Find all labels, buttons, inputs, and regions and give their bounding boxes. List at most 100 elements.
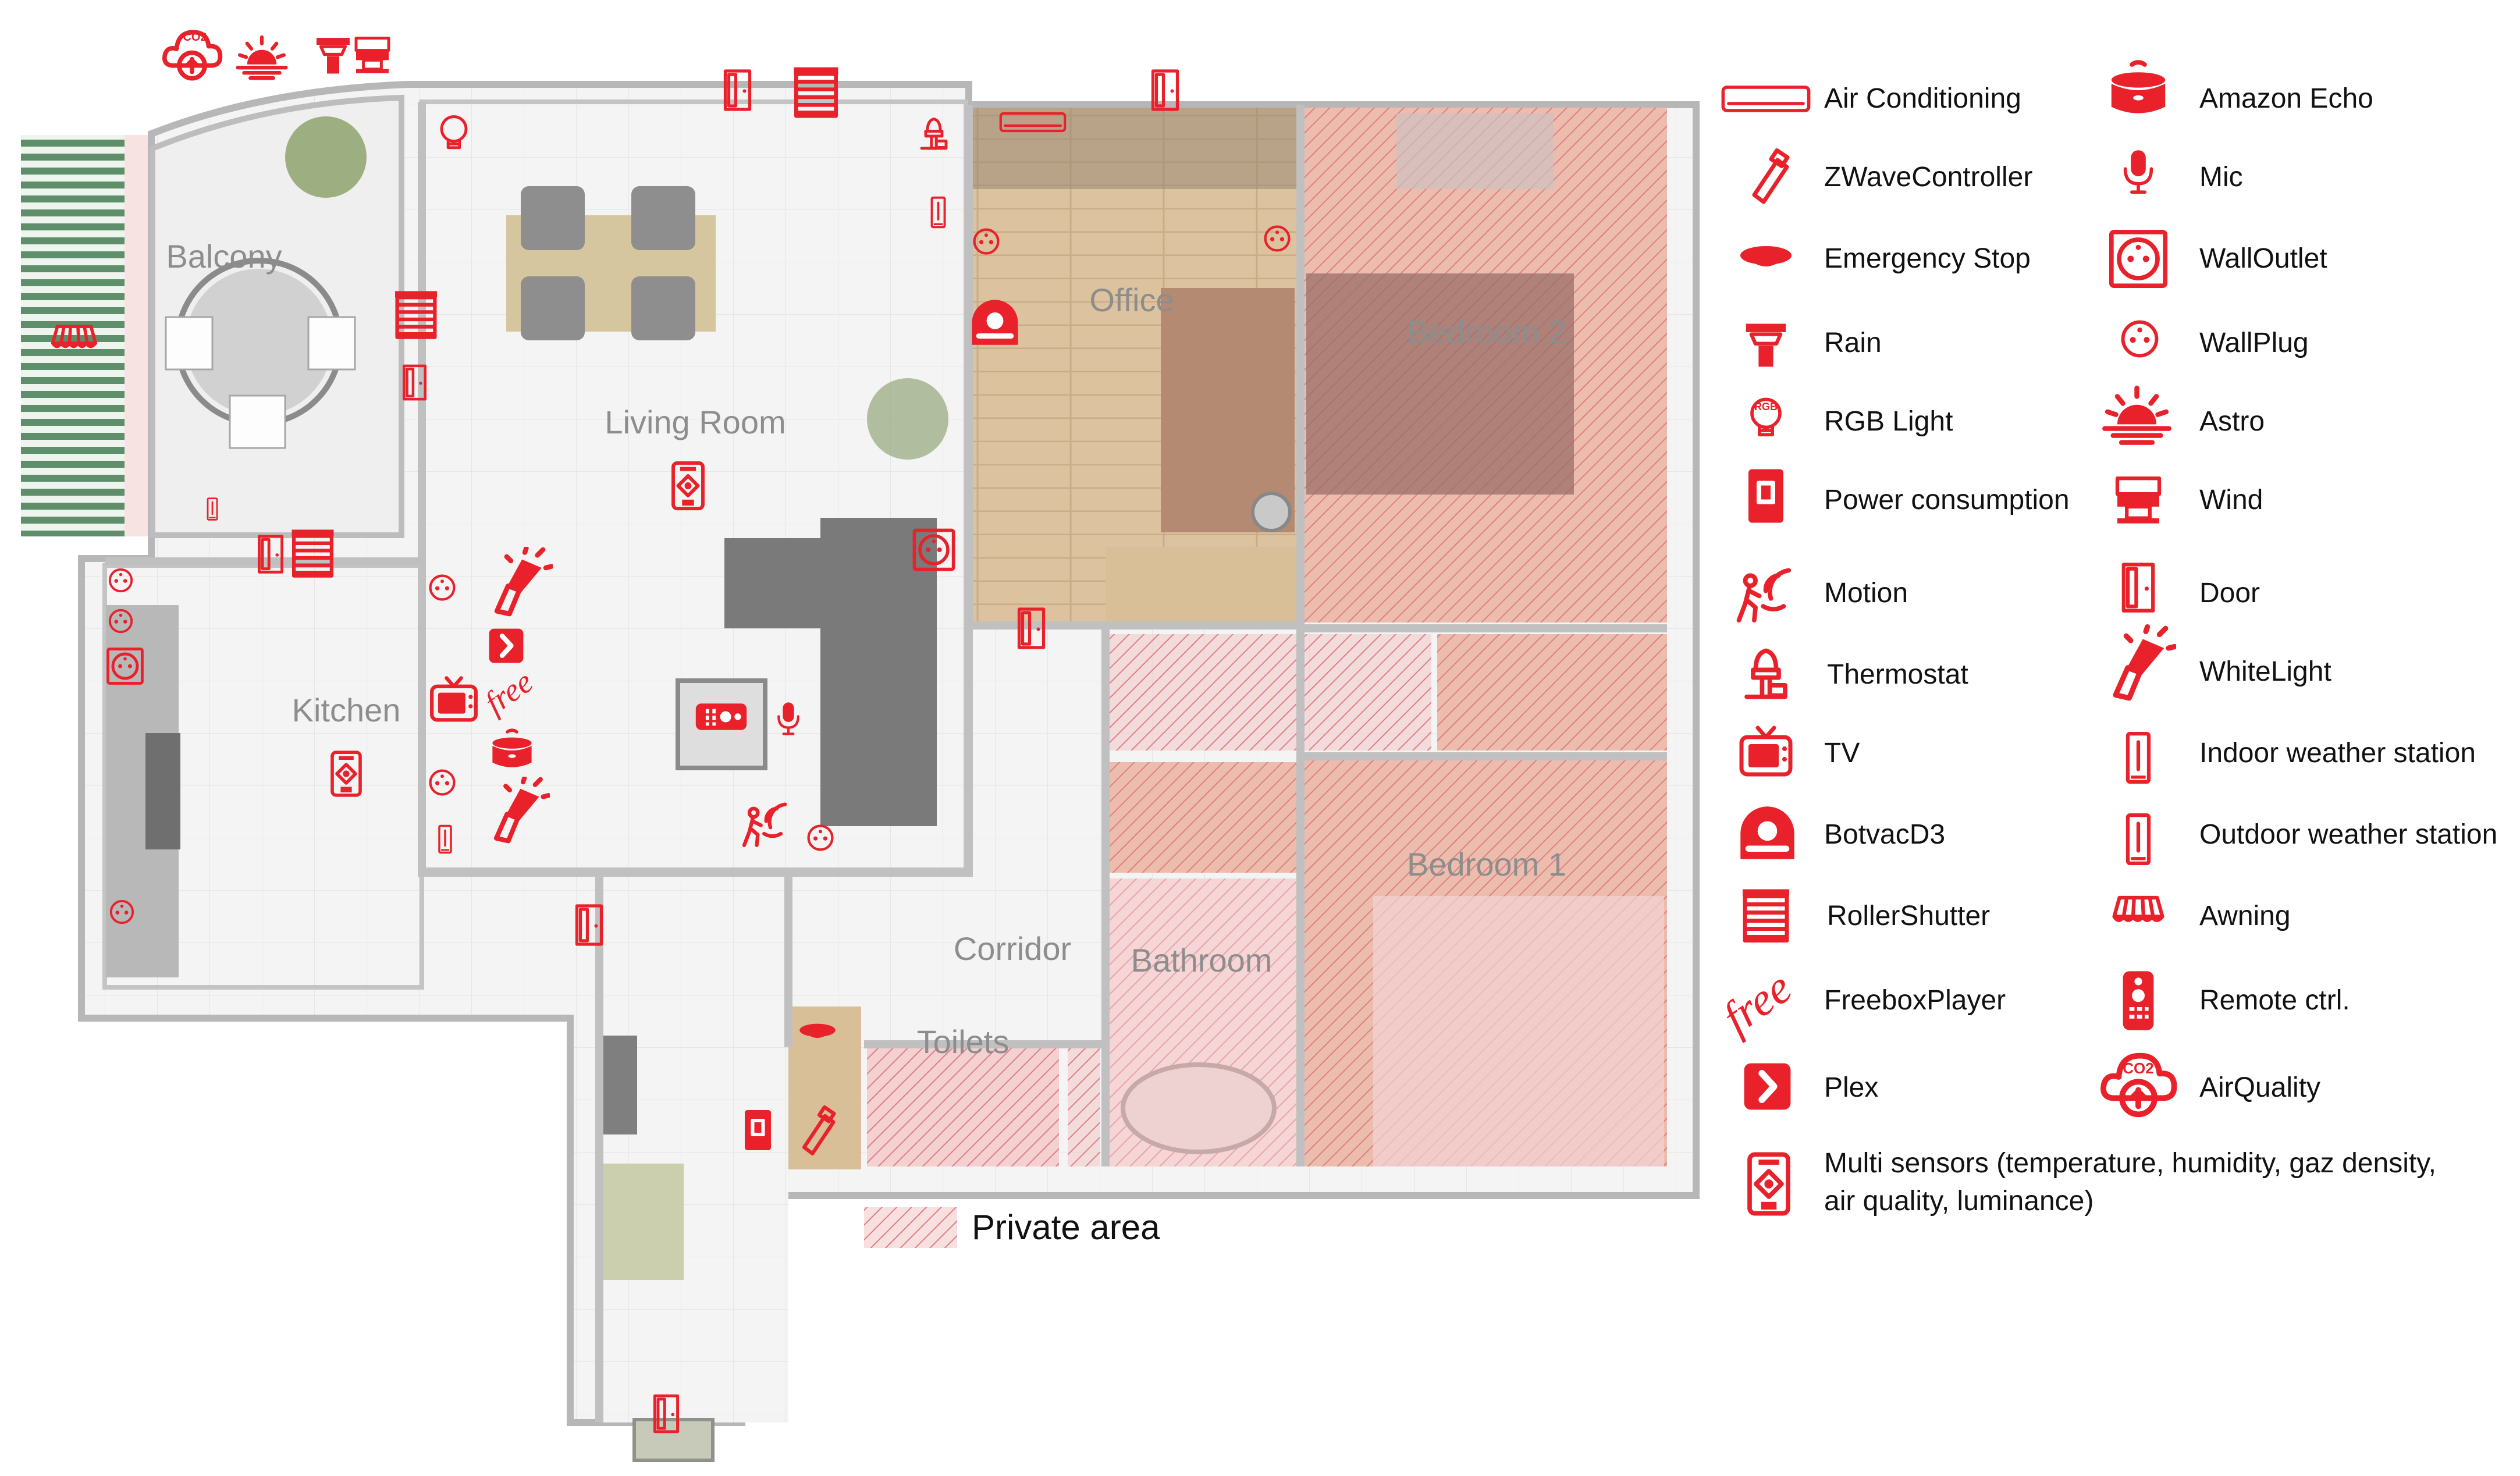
dining-chair bbox=[631, 186, 695, 250]
legend-label: Thermostat bbox=[1827, 659, 1968, 690]
legend-label: Wind bbox=[2199, 485, 2263, 515]
legend-label: WallPlug bbox=[2199, 328, 2309, 358]
white-light-icon bbox=[2116, 627, 2174, 698]
hall-shelf bbox=[599, 1036, 637, 1134]
awning-icon bbox=[2114, 898, 2163, 920]
balcony-chair bbox=[307, 316, 356, 371]
legend-label: WhiteLight bbox=[2199, 656, 2331, 687]
legend-label: Power consumption bbox=[1824, 485, 2070, 515]
botvac-icon bbox=[1740, 806, 1794, 859]
office-desk bbox=[969, 108, 1298, 189]
remote-ctrl-icon bbox=[695, 703, 747, 730]
power-consumption-icon bbox=[745, 1110, 771, 1150]
living-plant bbox=[867, 378, 948, 460]
astro-icon bbox=[2105, 388, 2169, 443]
door-mat bbox=[632, 1418, 715, 1462]
legend-label: Astro bbox=[2199, 406, 2265, 437]
toilets-side-hatch bbox=[1068, 1047, 1100, 1166]
legend-label: Outdoor weather station bbox=[2199, 819, 2497, 850]
legend-label: Motion bbox=[1824, 578, 1908, 609]
room-label-living-room: Living Room bbox=[605, 404, 785, 440]
legend-column-right: Amazon Echo Mic WallOutlet WallPlug Astr… bbox=[2103, 62, 2497, 1114]
room-label-toilets: Toilets bbox=[917, 1023, 1010, 1060]
zwave-controller-icon bbox=[1754, 150, 1787, 202]
legend-label: TV bbox=[1824, 738, 1860, 769]
freebox-player-icon: free bbox=[1714, 962, 1801, 1044]
balcony-table-top bbox=[186, 269, 332, 415]
wind-icon bbox=[2117, 478, 2159, 523]
legend-label: Plex bbox=[1824, 1072, 1878, 1103]
balcony-plant bbox=[285, 116, 367, 198]
dining-chair bbox=[631, 276, 695, 340]
sofa bbox=[724, 518, 937, 826]
room-label-kitchen: Kitchen bbox=[292, 692, 401, 728]
botvac-icon bbox=[972, 300, 1018, 345]
closet-block-hatch bbox=[1437, 634, 1667, 751]
astro-icon bbox=[238, 37, 286, 78]
kitchen-cooktop bbox=[145, 733, 180, 849]
legend-label: air quality, luminance) bbox=[1824, 1186, 2094, 1217]
emergency-stop-icon bbox=[1740, 246, 1792, 266]
legend-label: Remote ctrl. bbox=[2199, 985, 2350, 1016]
legend-label: Mic bbox=[2199, 162, 2243, 193]
balcony-chair bbox=[229, 394, 286, 449]
roller-shutter-icon bbox=[1743, 890, 1789, 941]
wind-icon bbox=[356, 38, 389, 73]
shoe-mat bbox=[602, 1164, 684, 1280]
remote-ctrl-icon bbox=[2123, 971, 2154, 1030]
toilets-hatch bbox=[867, 1047, 1059, 1166]
office-bed bbox=[1161, 288, 1295, 532]
bedroom-2-bed bbox=[1306, 273, 1574, 495]
legend-label: Rain bbox=[1824, 328, 1882, 358]
legend-label: FreeboxPlayer bbox=[1824, 985, 2006, 1016]
rain-icon bbox=[1746, 324, 1786, 367]
legend-label: ZWaveController bbox=[1824, 162, 2032, 193]
interior-walls bbox=[105, 102, 1667, 1422]
balcony-chair bbox=[165, 316, 214, 371]
legend-label: Door bbox=[2199, 578, 2260, 609]
motion-icon bbox=[1739, 570, 1789, 620]
tv-icon bbox=[1741, 728, 1790, 774]
private-area-label: Private area bbox=[972, 1208, 1160, 1247]
private-corridor-strip bbox=[1106, 634, 1431, 751]
plex-icon bbox=[1744, 1064, 1791, 1110]
private-area-swatch bbox=[864, 1207, 957, 1248]
amazon-echo-icon bbox=[2112, 62, 2165, 113]
wall-plug-icon bbox=[2123, 322, 2157, 356]
bath-closet-hatch bbox=[1106, 762, 1298, 873]
room-label-bedroom-1: Bedroom 1 bbox=[1407, 846, 1566, 883]
legend-label: Multi sensors (temperature, humidity, ga… bbox=[1824, 1148, 2436, 1179]
door-icon bbox=[2124, 564, 2153, 610]
dining-chair bbox=[521, 186, 585, 250]
balcony-awning-area bbox=[21, 135, 125, 536]
co2-badge: CO2 bbox=[2123, 1059, 2153, 1077]
legend-label: Emergency Stop bbox=[1824, 243, 2031, 274]
legend: Air Conditioning ZWaveController Emergen… bbox=[1714, 62, 2497, 1217]
legend-label: Air Conditioning bbox=[1824, 83, 2021, 114]
legend-label: RGB Light bbox=[1824, 406, 1953, 437]
botvac-dock bbox=[1251, 492, 1292, 532]
mic-icon bbox=[2126, 150, 2152, 192]
room-label-office: Office bbox=[1089, 282, 1174, 318]
bathtub bbox=[1121, 1062, 1277, 1154]
legend-label: AirQuality bbox=[2199, 1072, 2320, 1103]
multi-sensor-icon bbox=[1750, 1154, 1788, 1213]
legend-label: BotvacD3 bbox=[1824, 819, 1945, 850]
rain-icon bbox=[317, 38, 350, 74]
bedroom-1-bed bbox=[1373, 896, 1664, 1166]
outdoor-weather-station-icon bbox=[2128, 815, 2149, 863]
legend-label: Awning bbox=[2199, 901, 2291, 931]
office-closet bbox=[1106, 547, 1298, 625]
room-label-corridor: Corridor bbox=[954, 930, 1071, 967]
legend-label: Amazon Echo bbox=[2199, 83, 2373, 114]
rgb-badge: RGB bbox=[1754, 401, 1778, 412]
legend-column-left: Air Conditioning ZWaveController Emergen… bbox=[1714, 83, 2436, 1217]
legend-label: RollerShutter bbox=[1827, 901, 1990, 931]
power-consumption-icon bbox=[1748, 469, 1783, 523]
legend-label: Indoor weather station bbox=[2199, 738, 2476, 769]
room-label-bathroom: Bathroom bbox=[1131, 942, 1273, 979]
air-conditioning-icon bbox=[1723, 87, 1808, 111]
room-label-bedroom-2: Bedroom 2 bbox=[1407, 314, 1566, 350]
co2-badge: CO2 bbox=[183, 31, 207, 44]
